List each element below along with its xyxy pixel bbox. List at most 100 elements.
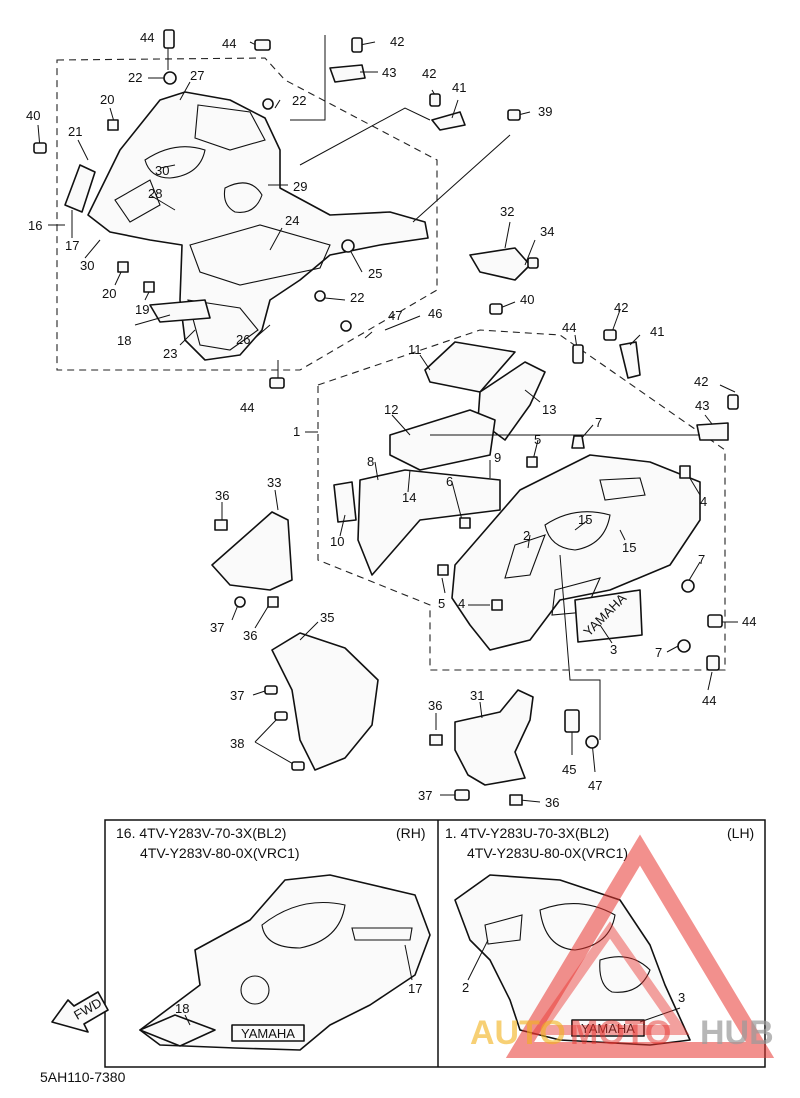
clip-19 [143, 281, 155, 293]
rh-yamaha-decal [231, 1024, 305, 1042]
callout: 28 [148, 186, 162, 201]
bolt-44-f [706, 655, 720, 671]
callout: 22 [128, 70, 142, 85]
grommet-7-top [571, 435, 585, 449]
callout: 35 [320, 610, 334, 625]
inner-panel-12 [389, 409, 496, 471]
screw-38-b [291, 761, 305, 771]
callout: 43 [382, 65, 396, 80]
yamaha-decal-3 [574, 589, 643, 643]
callout: 7 [655, 645, 662, 660]
callout: 30 [155, 163, 169, 178]
grommet-47-low [585, 735, 599, 749]
callout: 22 [350, 290, 364, 305]
nut-22-top [163, 71, 177, 85]
callout: 34 [540, 224, 554, 239]
grommet-25 [341, 239, 355, 253]
rh-yamaha-decal-text: YAMAHA [241, 1026, 295, 1041]
bolt-39 [507, 109, 521, 121]
callout: 47 [388, 308, 402, 323]
callout: 44 [702, 693, 716, 708]
watermark-word-moto: MOTO [570, 1014, 671, 1052]
callout: 20 [102, 286, 116, 301]
bolt-34 [527, 257, 539, 269]
callout: 6 [446, 474, 453, 489]
callout: 36 [215, 488, 229, 503]
grommet-7-low [677, 639, 691, 653]
callout: 20 [100, 92, 114, 107]
callout: 14 [402, 490, 416, 505]
lh-header-line2: 4TV-Y283U-80-0X(VRC1) [467, 845, 628, 861]
nut-22-low [314, 290, 326, 302]
callout: 39 [538, 104, 552, 119]
callout: 36 [545, 795, 559, 810]
clip-20-low [117, 261, 129, 273]
callout: 42 [422, 66, 436, 81]
callout: 7 [595, 415, 602, 430]
clip-5-top [526, 456, 538, 468]
callout: 36 [428, 698, 442, 713]
bracket-43 [696, 422, 729, 441]
callout: 36 [243, 628, 257, 643]
callout: 44 [140, 30, 154, 45]
side-cowl-panel-lh [451, 454, 701, 651]
lh-callout-3: 3 [678, 990, 685, 1005]
callout: 37 [230, 688, 244, 703]
bracket-31 [454, 689, 534, 786]
rh-callout-17: 17 [408, 981, 422, 996]
callout: 44 [240, 400, 254, 415]
callout: 29 [293, 179, 307, 194]
clip-36-b [267, 596, 279, 608]
nut-22-mid [262, 98, 274, 110]
bolt-42-mid [429, 93, 441, 107]
lh-header-line1: 1. 4TV-Y283U-70-3X(BL2) [445, 825, 609, 841]
bolt-37-b [264, 685, 278, 695]
bracket-41 [619, 341, 641, 379]
callout: 18 [117, 333, 131, 348]
clip-36-c [429, 734, 443, 746]
callout: 32 [500, 204, 514, 219]
callout: 44 [742, 614, 756, 629]
callout: 42 [614, 300, 628, 315]
clip-36-a [214, 519, 228, 531]
lh-side-label: (LH) [727, 825, 754, 841]
grommet-7-mid [681, 579, 695, 593]
bracket-41-upper [431, 111, 466, 131]
callout: 12 [384, 402, 398, 417]
watermark-logo: AUTO MOTO HUB [470, 834, 775, 1058]
inner-cover-35 [271, 632, 379, 771]
decal-17 [64, 164, 96, 213]
callout: 31 [470, 688, 484, 703]
clip-20-top [107, 119, 119, 131]
group-1-boundary [317, 329, 726, 671]
callout: 40 [26, 108, 40, 123]
watermark-word-auto: AUTO [470, 1014, 566, 1052]
callout: 8 [367, 454, 374, 469]
callout: 21 [68, 124, 82, 139]
callout: 42 [694, 374, 708, 389]
callout: 44 [222, 36, 236, 51]
callout: 5 [438, 596, 445, 611]
leader-lines [37, 35, 738, 803]
clip-36-d [509, 794, 523, 806]
callout: 22 [292, 93, 306, 108]
bolt-40-left [33, 142, 47, 154]
bolt-44-e [707, 614, 723, 628]
callout: 25 [368, 266, 382, 281]
lh-callout-2: 2 [462, 980, 469, 995]
callout: 41 [452, 80, 466, 95]
callout: 1 [293, 424, 300, 439]
callout: 13 [542, 402, 556, 417]
inner-cover-33 [211, 511, 293, 591]
group-16-boundary [56, 57, 438, 371]
callout: 40 [520, 292, 534, 307]
grommet-47 [340, 320, 352, 332]
rh-callout-18: 18 [175, 1001, 189, 1016]
watermark-inner-triangle-icon [530, 921, 690, 1035]
lh-side-cowl-assembly: YAMAHA [333, 341, 729, 651]
callout: 27 [190, 68, 204, 83]
callout: 37 [418, 788, 432, 803]
bolt-44-top [163, 29, 175, 49]
rh-header-line2: 4TV-Y283V-80-0X(VRC1) [140, 845, 300, 861]
